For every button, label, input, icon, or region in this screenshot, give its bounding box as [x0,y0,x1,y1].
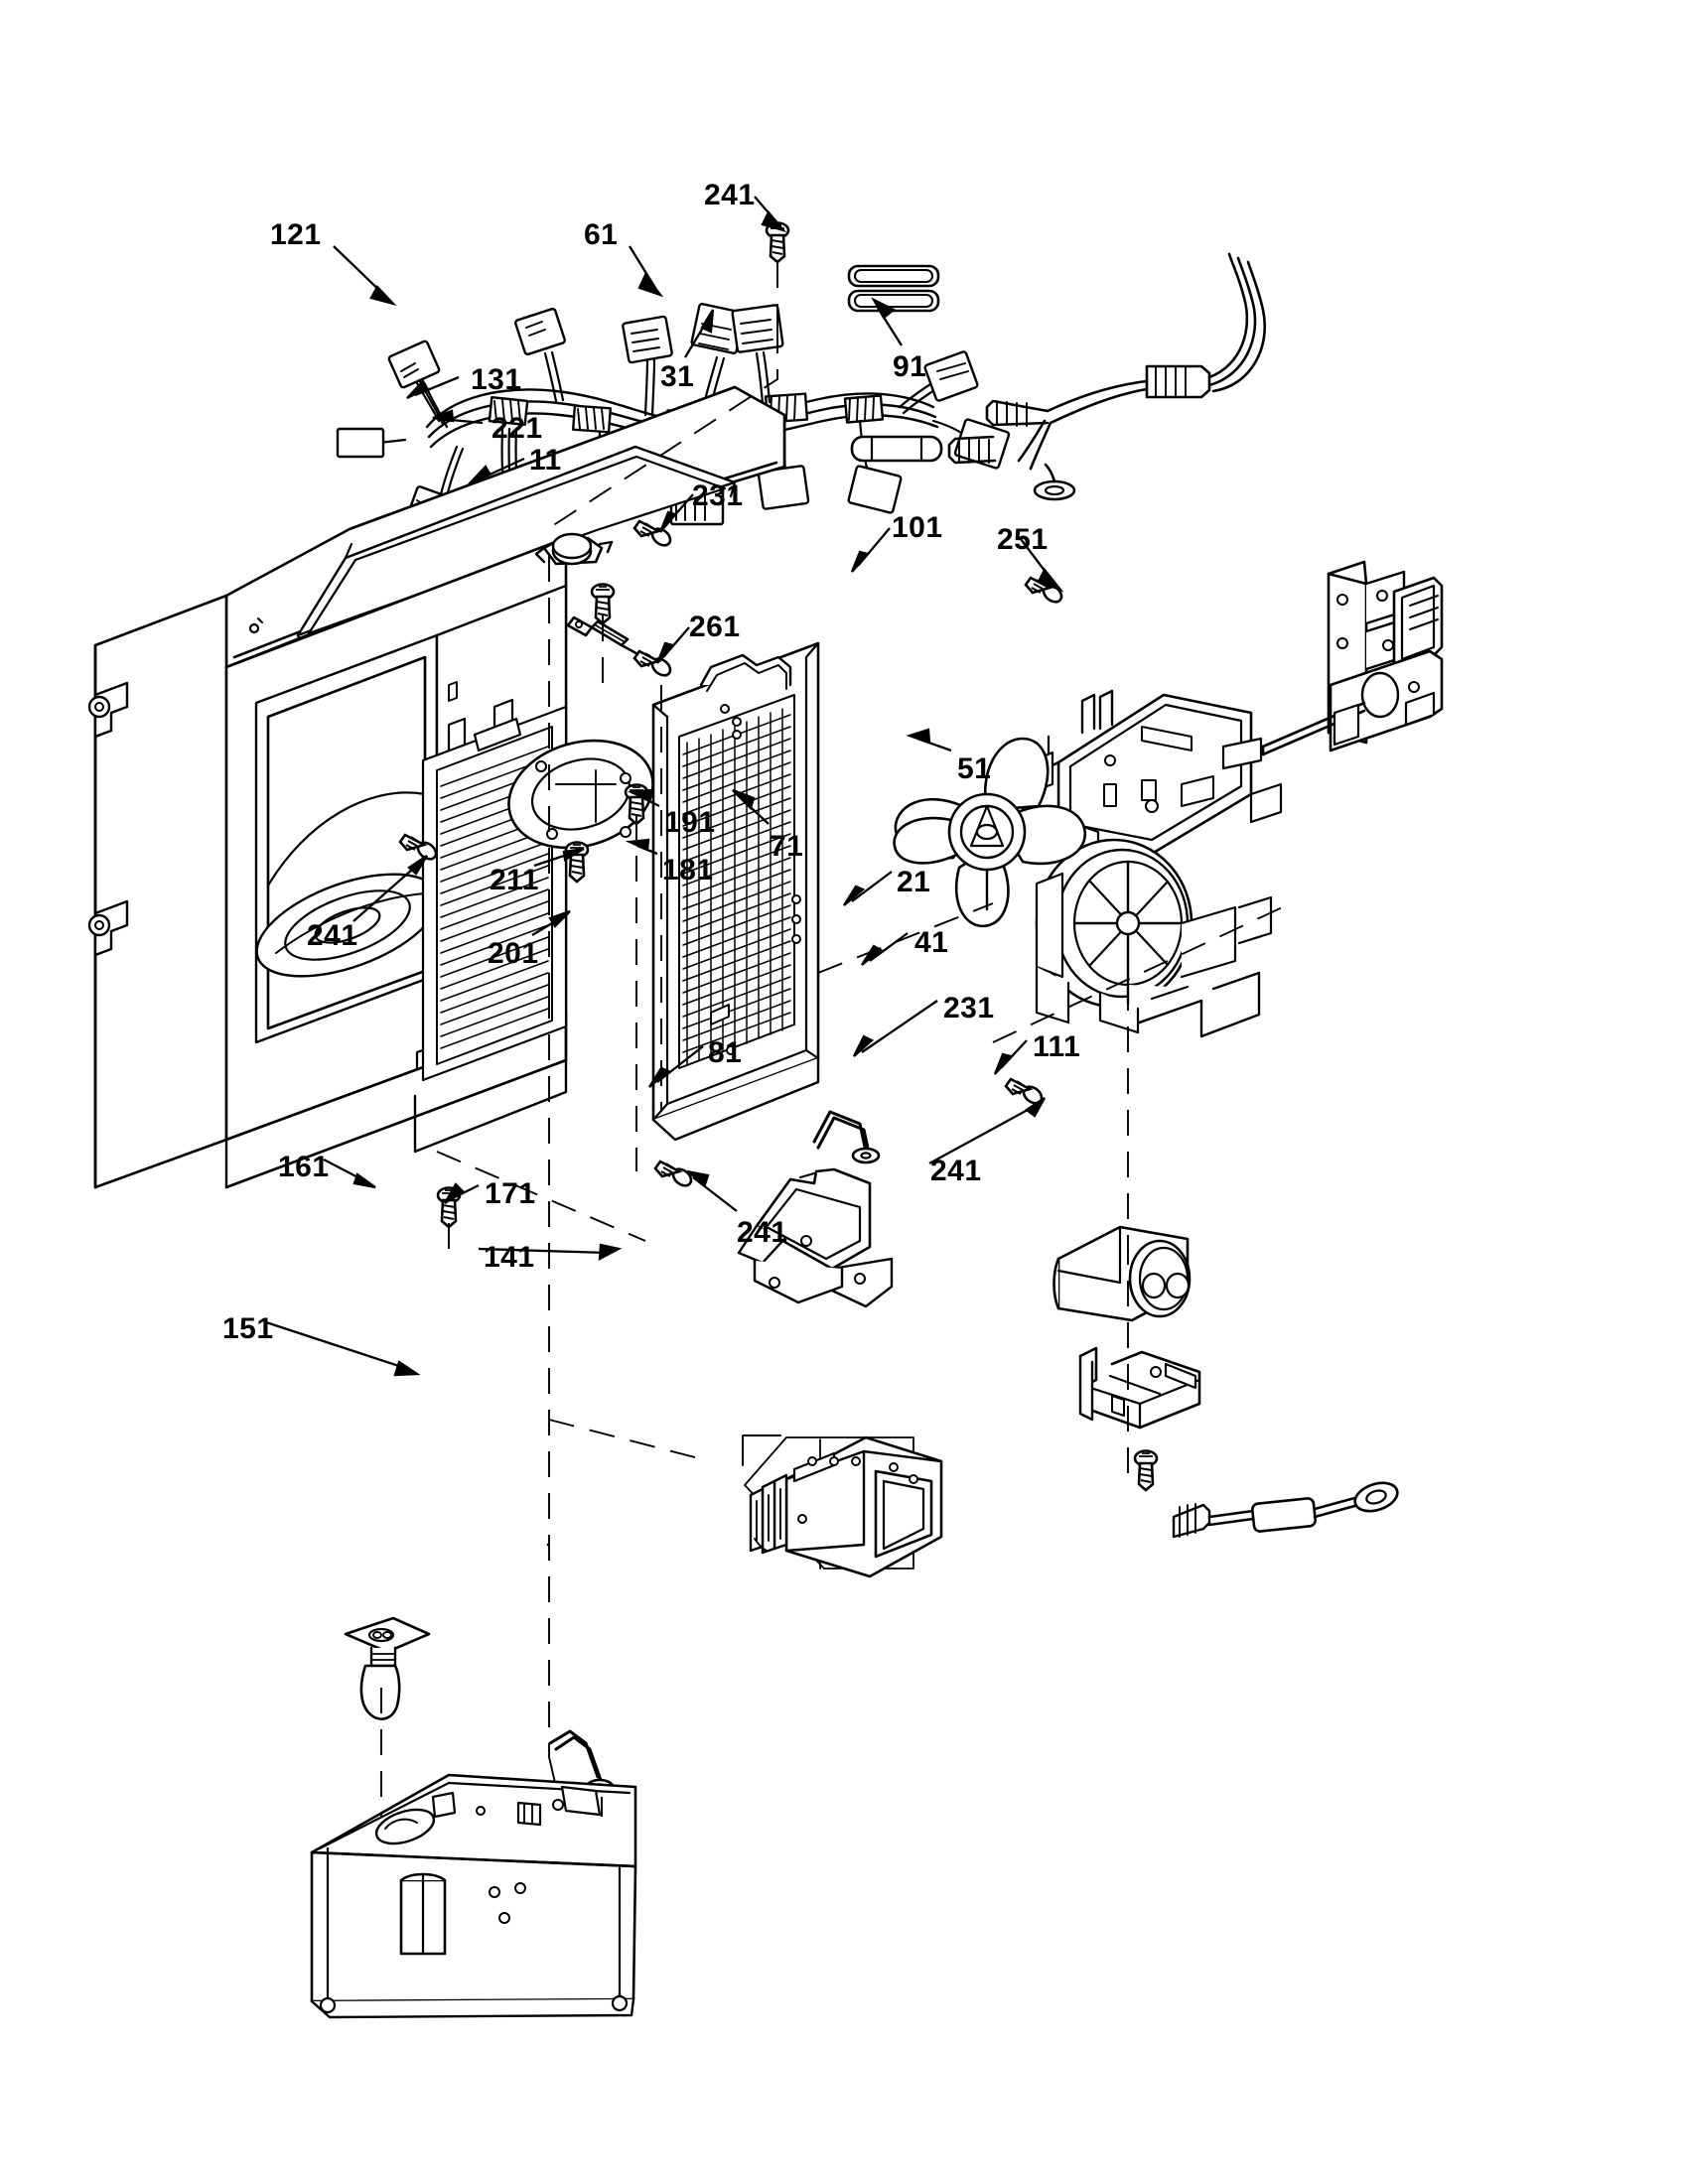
callout-91: 91 [893,350,927,383]
callout-31: 31 [660,360,695,393]
magnetron-part [742,1434,943,1578]
callout-231-b: 231 [943,992,995,1024]
fuse-holder-part [847,264,940,313]
callout-81: 81 [708,1036,743,1069]
callout-241-left: 241 [307,919,358,952]
leader-lines [265,196,1064,1377]
rear-perforated-panel [651,641,820,1142]
callout-121: 121 [270,218,322,251]
callout-41: 41 [914,926,949,959]
callout-131: 131 [471,363,522,396]
power-cord-part [947,252,1266,501]
oven-cavity-part [87,385,786,1189]
switch-bracket-part [1261,560,1444,756]
callout-11: 11 [529,444,562,477]
thermostat-part [534,532,614,1547]
callout-151: 151 [222,1312,274,1345]
callout-261: 261 [689,611,741,643]
callout-231-a: 231 [692,479,744,512]
lamp-bracket-clip-part [548,1729,615,1796]
callout-101: 101 [892,511,943,544]
callout-211: 211 [490,864,539,896]
screw-261 [632,649,675,680]
callout-161: 161 [278,1151,330,1183]
callout-251: 251 [997,523,1049,556]
fan-motor-housing-part [1021,689,1283,1038]
capacitor-part [1052,1225,1192,1322]
screw-231-a [632,519,675,550]
callout-141: 141 [484,1241,535,1274]
transformer-cover-part [310,1773,637,2019]
callout-201: 201 [488,937,539,970]
oven-lamp-part [344,1616,431,1720]
callout-241-top: 241 [704,179,756,211]
screw-241-magnetron [653,1160,696,1190]
motor-bracket-part [737,1167,894,1308]
assembly-axis-lines [380,262,1292,1817]
washer-rod-part [812,1110,881,1164]
callout-181: 181 [662,854,714,887]
fuse-part [850,435,943,463]
callout-51: 51 [957,752,992,785]
callout-221: 221 [491,412,543,445]
callout-191: 191 [664,806,716,839]
hv-diode-part [1172,1481,1399,1539]
callout-61: 61 [584,218,619,251]
fan-blade-part [893,737,1087,928]
screw-211 [564,841,590,884]
screw-231-b [1133,1449,1159,1492]
callout-111: 111 [1033,1030,1081,1063]
callout-241-magnetron: 241 [737,1216,788,1249]
callout-241-right: 241 [930,1155,982,1187]
callout-71: 71 [770,830,804,863]
capacitor-bracket-part [1078,1346,1201,1430]
callout-21: 21 [897,866,931,898]
callout-171: 171 [485,1177,536,1210]
